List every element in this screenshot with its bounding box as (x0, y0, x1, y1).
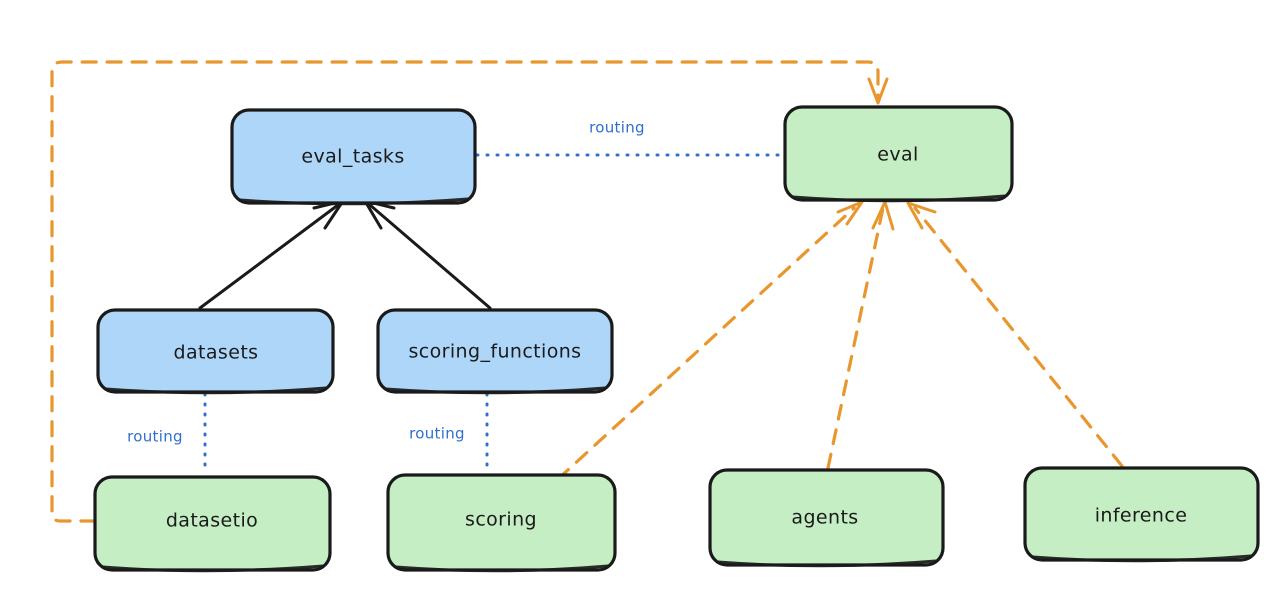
node-scoring_functions[interactable]: scoring_functions (376, 308, 614, 395)
node-agents[interactable]: agents (708, 468, 945, 568)
edge-path-inference-eval (913, 206, 1124, 468)
edge-scoring-to-eval (556, 200, 864, 481)
node-eval_tasks[interactable]: eval_tasks (230, 108, 477, 206)
arrowhead-scoring-eval (836, 200, 864, 226)
node-datasetio[interactable]: datasetio (93, 475, 332, 573)
edge-agents-to-eval (826, 200, 895, 470)
node-eval[interactable]: eval (783, 105, 1014, 203)
edge-inference-to-eval (906, 201, 1124, 468)
edge-path-scoring_functions-eval_tasks (368, 203, 492, 310)
node-agents-label: agents (791, 507, 858, 529)
node-datasets[interactable]: datasets (96, 308, 335, 395)
node-datasetio-sketch-accent (101, 564, 325, 573)
node-datasets-sketch-accent (104, 386, 328, 395)
edge-layer (50, 60, 1124, 523)
node-inference[interactable]: inference (1023, 466, 1260, 563)
node-eval-label: eval (877, 144, 918, 166)
edge-label-routing-datasets-datasetio: routing (127, 428, 183, 446)
node-layer: eval_tasks eval datasets scoring_functio… (93, 105, 1260, 573)
edge-label-layer: routing routing routing (127, 119, 645, 446)
node-agents-sketch-accent (716, 559, 938, 568)
node-scoring-label: scoring (465, 509, 537, 531)
edge-label-routing-eval_tasks-eval: routing (589, 119, 645, 137)
node-eval_tasks-label: eval_tasks (301, 146, 404, 168)
edge-datasets-to-eval_tasks (198, 199, 345, 310)
node-eval-sketch-accent (791, 194, 1007, 203)
edge-scoring_functions-to-eval_tasks (363, 199, 492, 310)
arrowhead-inference-eval (906, 201, 937, 230)
edge-datasetio-to-eval (50, 60, 889, 523)
node-scoring_functions-label: scoring_functions (409, 341, 582, 363)
edge-path-agents-eval (826, 206, 885, 470)
node-scoring[interactable]: scoring (386, 473, 617, 573)
edge-path-scoring-eval (556, 206, 856, 481)
edge-path-datasets-eval_tasks (198, 203, 340, 310)
node-eval_tasks-sketch-accent (238, 197, 470, 206)
node-scoring_functions-sketch-accent (384, 386, 607, 395)
edge-label-routing-scoring_functions-scoring: routing (409, 425, 465, 443)
node-datasetio-label: datasetio (166, 510, 258, 532)
node-scoring-sketch-accent (394, 564, 610, 573)
node-inference-label: inference (1095, 505, 1188, 527)
arrowhead-datasetio-eval (867, 77, 889, 105)
node-inference-sketch-accent (1031, 554, 1253, 563)
node-datasets-label: datasets (174, 342, 259, 364)
